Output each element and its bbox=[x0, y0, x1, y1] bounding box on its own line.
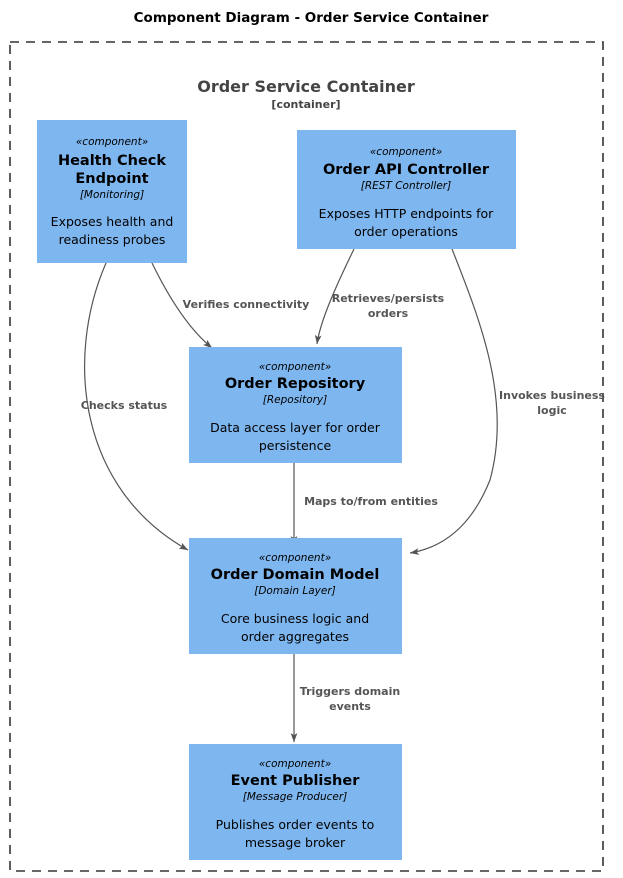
edge-triggers-domain-events-label-2: events bbox=[329, 700, 371, 713]
edge-triggers-domain-events: Triggers domain events bbox=[290, 654, 400, 743]
edge-retrieves-persists-orders-label-2: orders bbox=[368, 307, 409, 320]
container-boundary bbox=[9, 41, 604, 872]
component-health-check-endpoint-box[interactable] bbox=[37, 120, 187, 263]
component-event-publisher-desc-line1: Publishes order events to bbox=[216, 817, 375, 832]
component-order-api-controller-desc-line2: order operations bbox=[354, 224, 458, 239]
edge-verifies-connectivity: Verifies connectivity bbox=[151, 262, 310, 349]
component-order-api-controller[interactable]: «component» Order API Controller [REST C… bbox=[297, 130, 516, 249]
component-order-repository-name-line1: Order Repository bbox=[225, 376, 366, 392]
component-order-repository-stereotype: «component» bbox=[259, 361, 331, 373]
edge-invokes-business-logic-path bbox=[409, 248, 498, 555]
edge-verifies-connectivity-path bbox=[151, 262, 213, 349]
edge-invokes-business-logic-label-2: logic bbox=[537, 404, 567, 417]
component-order-repository[interactable]: «component» Order Repository [Repository… bbox=[189, 347, 402, 463]
component-health-check-endpoint-desc-line2: readiness probes bbox=[59, 232, 166, 247]
component-order-domain-model-name-line1: Order Domain Model bbox=[211, 567, 380, 583]
component-event-publisher-name-line1: Event Publisher bbox=[231, 773, 361, 789]
page-title: Component Diagram - Order Service Contai… bbox=[134, 10, 489, 26]
component-order-repository-desc-line1: Data access layer for order bbox=[210, 420, 381, 435]
edge-checks-status: Checks status bbox=[81, 262, 189, 551]
edge-retrieves-persists-orders-path bbox=[314, 248, 355, 345]
edge-maps-to-from-entities: Maps to/from entities bbox=[290, 463, 438, 546]
container-subtitle: [container] bbox=[271, 98, 340, 111]
component-order-api-controller-desc-line1: Exposes HTTP endpoints for bbox=[319, 206, 494, 221]
component-event-publisher-stereotype: «component» bbox=[259, 758, 331, 770]
edge-triggers-domain-events-label-1: Triggers domain bbox=[300, 685, 400, 698]
component-health-check-endpoint[interactable]: «component» Health Check Endpoint [Monit… bbox=[37, 120, 187, 263]
component-order-domain-model-technology: [Domain Layer] bbox=[254, 585, 336, 597]
component-order-repository-desc-line2: persistence bbox=[259, 438, 332, 453]
edge-checks-status-label: Checks status bbox=[81, 399, 168, 412]
component-order-domain-model-box[interactable] bbox=[189, 538, 402, 654]
component-health-check-endpoint-technology: [Monitoring] bbox=[80, 189, 144, 201]
component-event-publisher-box[interactable] bbox=[189, 744, 402, 860]
component-health-check-endpoint-name-line1: Health Check bbox=[58, 153, 166, 169]
component-health-check-endpoint-name-line2: Endpoint bbox=[75, 171, 148, 187]
edge-retrieves-persists-orders: Retrieves/persists orders bbox=[314, 248, 445, 345]
component-order-domain-model-desc-line2: order aggregates bbox=[241, 629, 349, 644]
component-order-api-controller-technology: [REST Controller] bbox=[361, 180, 451, 192]
component-order-domain-model[interactable]: «component» Order Domain Model [Domain L… bbox=[189, 538, 402, 654]
container-title: Order Service Container bbox=[197, 77, 415, 96]
component-order-repository-technology: [Repository] bbox=[263, 394, 328, 406]
component-event-publisher-technology: [Message Producer] bbox=[243, 791, 348, 803]
component-order-repository-box[interactable] bbox=[189, 347, 402, 463]
component-event-publisher-desc-line2: message broker bbox=[245, 835, 346, 850]
edge-invokes-business-logic: Invokes business logic bbox=[409, 248, 605, 555]
component-order-api-controller-box[interactable] bbox=[297, 130, 516, 249]
edge-retrieves-persists-orders-label-1: Retrieves/persists bbox=[332, 292, 445, 305]
edge-invokes-business-logic-label-1: Invokes business bbox=[499, 389, 605, 402]
edge-checks-status-path bbox=[84, 262, 189, 551]
component-health-check-endpoint-desc-line1: Exposes health and bbox=[51, 214, 174, 229]
component-order-api-controller-name-line1: Order API Controller bbox=[323, 162, 490, 178]
edge-maps-to-from-entities-label: Maps to/from entities bbox=[304, 495, 438, 508]
component-event-publisher[interactable]: «component» Event Publisher [Message Pro… bbox=[189, 744, 402, 860]
component-health-check-endpoint-stereotype: «component» bbox=[76, 136, 148, 148]
component-order-api-controller-stereotype: «component» bbox=[370, 146, 442, 158]
component-order-domain-model-desc-line1: Core business logic and bbox=[221, 611, 369, 626]
edge-verifies-connectivity-label: Verifies connectivity bbox=[183, 298, 310, 311]
component-order-domain-model-stereotype: «component» bbox=[259, 552, 331, 564]
